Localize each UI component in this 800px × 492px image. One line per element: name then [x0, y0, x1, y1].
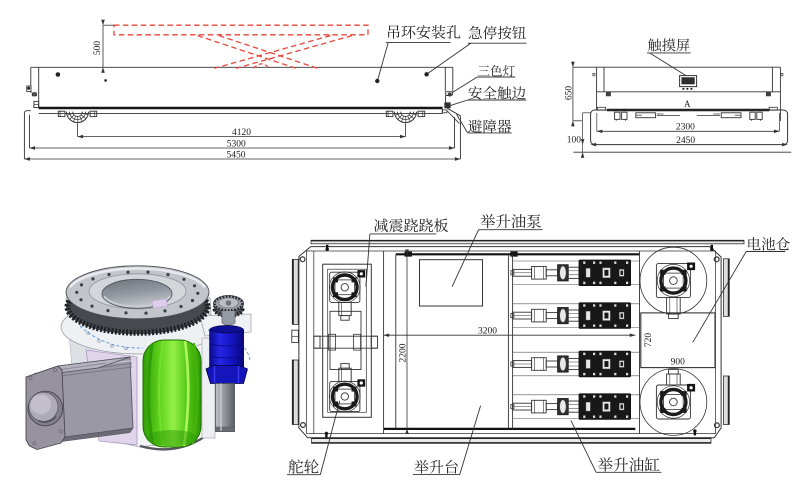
svg-text:5450: 5450 [227, 151, 246, 161]
svg-text:720: 720 [644, 333, 654, 348]
svg-text:5300: 5300 [227, 140, 246, 150]
svg-text:2450: 2450 [676, 136, 695, 146]
svg-text:650: 650 [564, 86, 574, 101]
svg-text:500: 500 [93, 41, 103, 56]
svg-text:100: 100 [567, 135, 582, 145]
svg-text:2300: 2300 [676, 123, 695, 133]
svg-text:900: 900 [671, 358, 686, 368]
svg-text:2200: 2200 [398, 343, 408, 362]
svg-text:A: A [684, 99, 691, 109]
svg-text:4120: 4120 [232, 128, 251, 138]
svg-text:3200: 3200 [478, 327, 497, 337]
